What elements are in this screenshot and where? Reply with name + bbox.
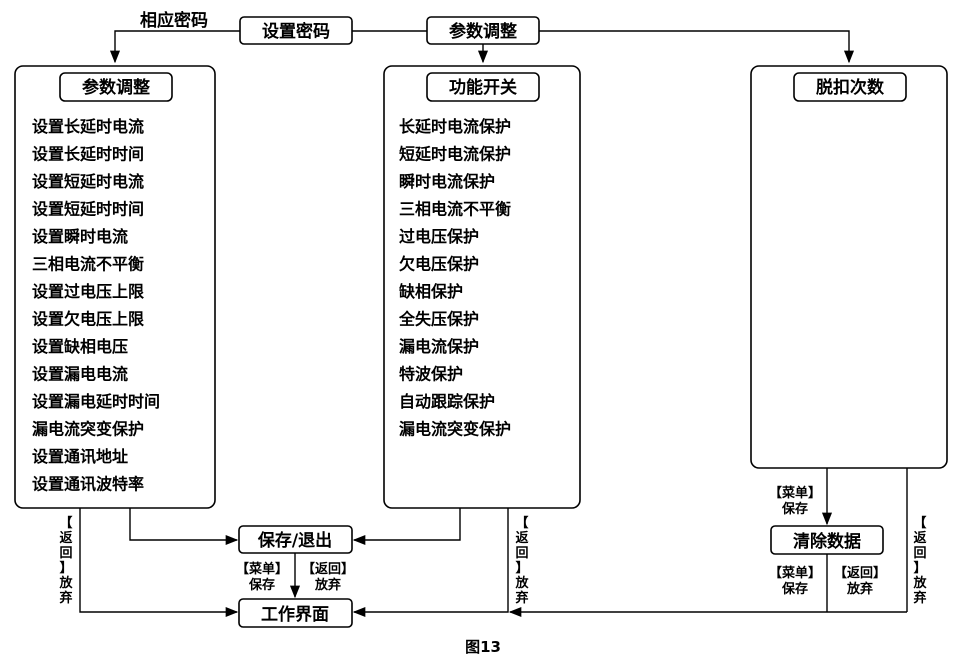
work-screen-label: 工作界面 [261,604,329,625]
clear-data-node: 清除数据 [770,525,884,555]
pwd-note-label: 相应密码 [140,10,208,31]
vertical-label-char: 】 [913,560,926,576]
vertical-label-char: 放 [912,575,927,591]
vertical-label-char: 放 [514,575,529,591]
back-discard-line1: 【返回】 [302,561,354,577]
set-password-node: 设置密码 [239,16,353,45]
vertical-label-char: 回 [913,546,926,561]
save-exit-back-label: 【返回】 放弃 [302,561,354,593]
vertical-label-char: 返 [515,531,528,546]
functions-panel: 功能开关 长延时电流保护短延时电流保护瞬时电流保护三相电流不平衡过电压保护欠电压… [383,65,581,509]
vertical-label-char: 弃 [59,590,72,606]
list-item: 设置短延时时间 [32,200,144,219]
list-item: 设置通讯波特率 [32,475,144,494]
list-item: 短延时电流保护 [399,145,511,164]
functions-back-vertical-label: 【返回】放弃 [514,515,529,606]
clear-menu-line1: 【菜单】 [769,565,821,581]
vertical-label-char: 回 [59,546,72,561]
params-item-list: 设置长延时电流设置长延时时间设置短延时电流设置短延时时间设置瞬时电流三相电流不平… [32,117,160,494]
trips-back-vertical-label: 【返回】放弃 [912,515,927,606]
clear-data-back-label: 【返回】 放弃 [834,565,886,597]
list-item: 设置过电压上限 [32,282,145,301]
list-item: 设置长延时时间 [32,145,144,164]
list-item: 漏电流突变保护 [32,420,144,439]
list-item: 三相电流不平衡 [399,200,511,219]
save-exit-label: 保存/退出 [257,530,332,551]
list-item: 欠电压保护 [399,255,479,274]
set-password-label: 设置密码 [262,21,330,42]
list-item: 设置通讯地址 [32,447,128,466]
save-exit-menu-label: 【菜单】 保存 [236,561,288,593]
vertical-label-char: 【 [515,515,528,531]
vertical-label-char: 【 [59,515,72,531]
functions-panel-title: 功能开关 [449,77,517,98]
vertical-label-char: 返 [913,531,926,546]
vertical-label-char: 】 [515,560,528,576]
clear-menu-line2: 保存 [781,581,808,597]
list-item: 全失压保护 [398,310,479,329]
back-discard-line2: 放弃 [314,577,341,593]
list-item: 漏电流突变保护 [399,420,511,439]
vertical-label-char: 【 [913,515,926,531]
params-panel: 参数调整 设置长延时电流设置长延时时间设置短延时电流设置短延时时间设置瞬时电流三… [14,65,216,509]
trips-panel-title: 脱扣次数 [816,77,885,98]
vertical-label-char: 放 [58,575,73,591]
clear-back-line1: 【返回】 [834,565,886,581]
list-item: 自动跟踪保护 [399,392,495,411]
functions-item-list: 长延时电流保护短延时电流保护瞬时电流保护三相电流不平衡过电压保护欠电压保护缺相保… [398,117,511,439]
list-item: 设置短延时电流 [32,172,144,191]
list-item: 长延时电流保护 [399,117,511,136]
trips-panel: 脱扣次数 [750,65,948,469]
list-item: 过电压保护 [399,227,479,246]
param-adjust-top-node: 参数调整 [426,16,540,45]
list-item: 设置缺相电压 [32,337,128,356]
trips-menu-line1: 【菜单】 [769,485,821,501]
list-item: 缺相保护 [399,282,463,301]
params-back-vertical-label: 【返回】放弃 [58,515,73,606]
trips-menu-label: 【菜单】 保存 [769,485,821,517]
list-item: 设置漏电电流 [32,365,128,384]
clear-data-menu-label: 【菜单】 保存 [769,565,821,597]
list-item: 漏电流保护 [399,337,479,356]
trips-menu-line2: 保存 [781,501,808,517]
vertical-label-char: 弃 [515,590,528,606]
top-connectors [109,30,855,64]
list-item: 设置漏电延时时间 [32,392,160,411]
param-adjust-top-label: 参数调整 [449,21,517,42]
list-item: 设置长延时电流 [32,117,144,136]
clear-data-label: 清除数据 [793,531,861,552]
list-item: 设置瞬时电流 [32,227,128,246]
vertical-label-char: 】 [59,560,72,576]
menu-save-line2: 保存 [248,577,275,593]
work-screen-node: 工作界面 [238,598,353,628]
figure-caption: 图13 [465,638,501,656]
vertical-label-char: 返 [59,531,72,546]
params-panel-title: 参数调整 [82,77,150,98]
list-item: 特波保护 [399,365,463,384]
bottom-connectors [79,468,908,618]
list-item: 三相电流不平衡 [32,255,144,274]
clear-back-line2: 放弃 [846,581,873,597]
list-item: 瞬时电流保护 [399,172,495,191]
save-exit-node: 保存/退出 [238,525,353,554]
vertical-label-char: 回 [515,546,528,561]
list-item: 设置欠电压上限 [32,310,145,329]
vertical-label-char: 弃 [913,590,926,606]
menu-save-line1: 【菜单】 [236,561,288,577]
